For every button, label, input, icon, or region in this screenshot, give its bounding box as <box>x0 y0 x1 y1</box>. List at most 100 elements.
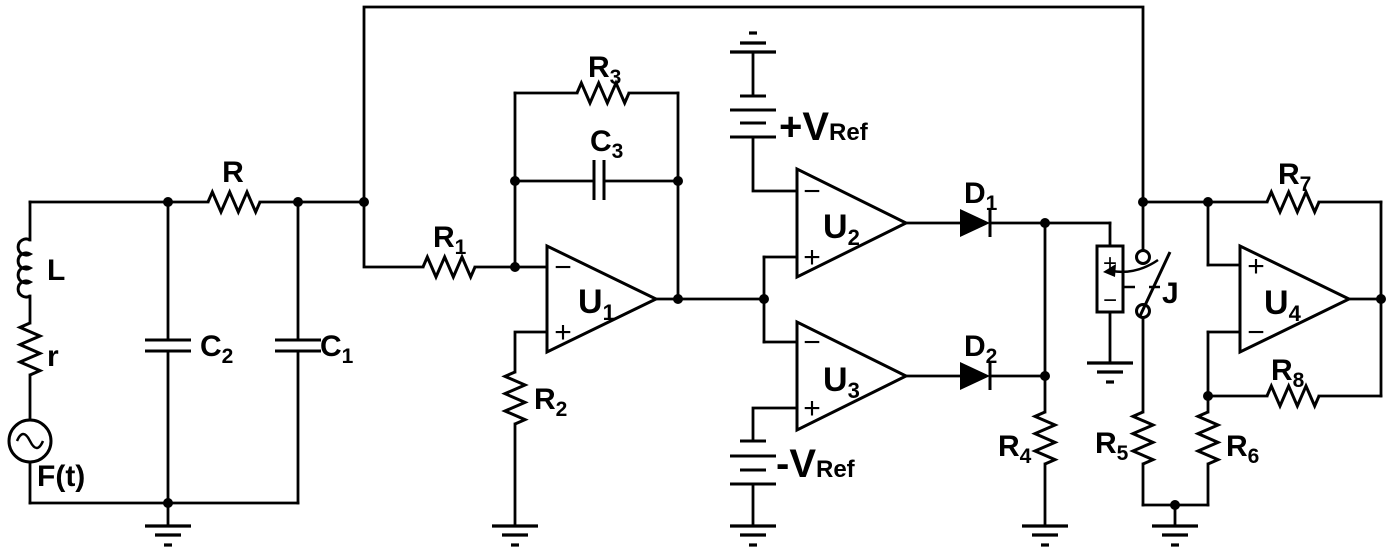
label-R7: R7 <box>1278 158 1311 196</box>
label-main: D <box>964 177 986 210</box>
switch-arrowhead-icon <box>1103 264 1116 277</box>
polarity-sign: − <box>803 175 821 208</box>
label-inductor: L <box>47 254 65 287</box>
switch-blade <box>1138 251 1172 317</box>
label-relay: J <box>1162 277 1179 310</box>
resistor-R8 <box>1265 382 1321 410</box>
sine-icon <box>15 432 45 450</box>
opamp-U3 <box>795 319 910 433</box>
polarity-sign: − <box>554 251 572 284</box>
label-sub: Ref <box>829 119 869 146</box>
wire <box>751 406 799 443</box>
polarity-sign: + <box>1247 250 1265 283</box>
switch-close-arrow <box>1111 258 1159 274</box>
label-sub: 4 <box>1289 301 1302 326</box>
label-main: +V <box>779 105 829 149</box>
label-sub: 3 <box>610 66 622 89</box>
resistor-R1 <box>421 253 477 281</box>
label-C3: C3 <box>590 125 623 163</box>
ground-icon <box>730 524 776 547</box>
junction-dot <box>1203 197 1213 207</box>
diode-D1 <box>960 209 990 237</box>
wire <box>513 330 549 374</box>
label-sub: 3 <box>848 378 860 403</box>
resistor-R5 <box>1129 410 1157 466</box>
junction-dot <box>1376 294 1386 304</box>
label-R4: R4 <box>998 430 1032 468</box>
junction-dot <box>1203 391 1213 401</box>
resistor-r <box>16 321 44 377</box>
label-main: R <box>1095 427 1117 460</box>
label-source: F(t) <box>37 460 85 493</box>
polarity-sign: + <box>803 241 821 274</box>
junction-dot <box>1138 197 1148 207</box>
junction-dot <box>293 197 303 207</box>
wire <box>362 5 1145 204</box>
wire <box>362 200 425 269</box>
opamp-U4 <box>1238 243 1353 355</box>
label-main: R <box>1226 430 1248 463</box>
junction-dot <box>1040 218 1050 228</box>
label-sub: 2 <box>556 398 568 421</box>
resistor-R <box>206 188 262 216</box>
label-U1: U1 <box>578 283 615 325</box>
opamp-U1 <box>545 243 660 355</box>
ground-icon <box>730 31 776 54</box>
label-sub: 8 <box>1293 369 1305 392</box>
label-U4: U4 <box>1264 284 1302 326</box>
diode-D2 <box>960 362 990 390</box>
label-sub: 2 <box>222 345 234 368</box>
label-main: r <box>47 340 59 373</box>
resistor-R4 <box>1031 410 1059 466</box>
label-main: J <box>1162 277 1179 310</box>
label-main: C <box>320 330 342 363</box>
label-vref_pos: +VRef <box>779 105 869 149</box>
label-R3: R3 <box>588 51 621 89</box>
relay-coil <box>1095 244 1125 314</box>
label-main: L <box>47 254 65 287</box>
label-D2: D2 <box>964 330 997 368</box>
label-sub: 3 <box>612 140 624 163</box>
ground-icon <box>1022 524 1068 547</box>
resistor-R2 <box>501 370 529 426</box>
label-R1: R1 <box>433 221 467 259</box>
label-R6: R6 <box>1226 430 1259 468</box>
polarity-sign: − <box>803 326 821 359</box>
label-main: C <box>200 330 222 363</box>
label-R8: R8 <box>1271 354 1305 392</box>
label-sub: 1 <box>603 300 615 325</box>
resistor-R3 <box>575 79 631 107</box>
label-main: R <box>534 383 556 416</box>
label-C1: C1 <box>320 330 354 368</box>
label-sub: 1 <box>986 192 998 215</box>
junction-dot <box>673 176 683 186</box>
label-main: U <box>823 208 848 246</box>
label-U2: U2 <box>823 208 860 250</box>
junction-dot <box>163 197 173 207</box>
junction-dot <box>510 262 520 272</box>
junction-dot <box>359 197 369 207</box>
inductor-L <box>16 237 34 299</box>
label-sub: 1 <box>455 236 467 259</box>
label-R5: R5 <box>1095 427 1129 465</box>
label-sub: 7 <box>1300 173 1312 196</box>
junction-dot <box>673 294 683 304</box>
label-vref_neg: -VRef <box>776 442 856 486</box>
label-main: R <box>433 221 455 254</box>
label-main: R <box>1271 354 1293 387</box>
wire <box>751 135 799 193</box>
junction-dot <box>510 176 520 186</box>
label-R: R <box>222 156 244 189</box>
junction-dot <box>1040 371 1050 381</box>
label-main: U <box>823 361 848 399</box>
label-coil_resistance: r <box>47 340 59 373</box>
junction-dot <box>163 498 173 508</box>
switch-contact <box>1135 249 1151 265</box>
opamp-U2 <box>795 166 910 280</box>
label-sub: 4 <box>1020 445 1032 468</box>
label-main: D <box>964 330 986 363</box>
label-main: C <box>590 125 612 158</box>
label-sub: 2 <box>986 345 998 368</box>
polarity-sign: − <box>1103 287 1117 314</box>
